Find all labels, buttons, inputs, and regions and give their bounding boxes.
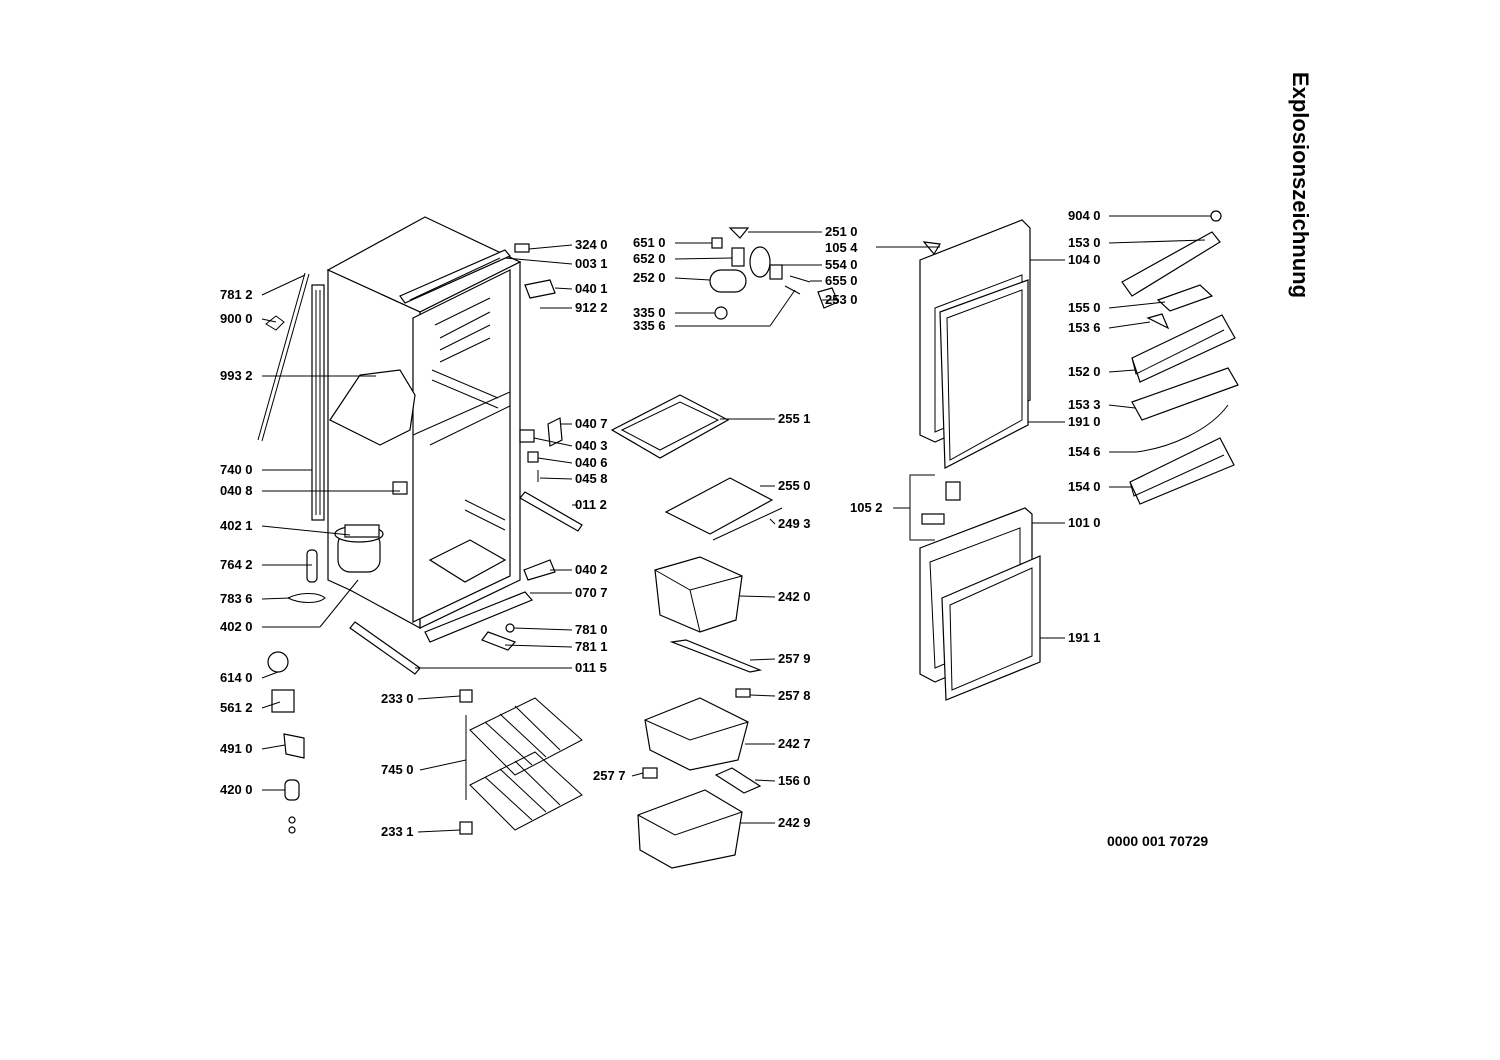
callout-label: 740 0: [220, 462, 253, 477]
callout-label: 233 0: [381, 691, 414, 706]
callout-label: 561 2: [220, 700, 253, 715]
callout-label: 156 0: [778, 773, 811, 788]
callout-label: 040 6: [575, 455, 608, 470]
callout-label: 153 0: [1068, 235, 1101, 250]
callout-label: 105 4: [825, 240, 858, 255]
doors-drawing: [919, 219, 1041, 701]
callout-label: 040 7: [575, 416, 608, 431]
callout-label: 402 1: [220, 518, 253, 533]
callout-label: 153 6: [1068, 320, 1101, 335]
callout-label: 651 0: [633, 235, 666, 250]
callout-labels: 324 0 003 1 040 1 912 2 781 2 900 0 993 …: [220, 208, 1101, 839]
callout-label: 554 0: [825, 257, 858, 272]
callout-label: 242 0: [778, 589, 811, 604]
callout-label: 011 5: [575, 660, 607, 675]
callout-label: 257 7: [593, 768, 626, 783]
callout-label: 912 2: [575, 300, 608, 315]
callout-label: 491 0: [220, 741, 253, 756]
callout-label: 045 8: [575, 471, 608, 486]
callout-label: 781 0: [575, 622, 608, 637]
diagram-title: Explosionszeichnung: [1288, 71, 1313, 299]
callout-label: 153 3: [1068, 397, 1101, 412]
callout-label: 614 0: [220, 670, 253, 685]
leader-lines: [261, 215, 1211, 833]
callout-label: 255 0: [778, 478, 811, 493]
callout-label: 764 2: [220, 557, 253, 572]
callout-label: 154 6: [1068, 444, 1101, 459]
callout-label: 233 1: [381, 824, 414, 839]
callout-label: 155 0: [1068, 300, 1101, 315]
callout-label: 335 6: [633, 318, 666, 333]
callout-label: 101 0: [1068, 515, 1101, 530]
callout-label: 040 3: [575, 438, 608, 453]
callout-label: 249 3: [778, 516, 811, 531]
callout-label: 242 9: [778, 815, 811, 830]
callout-label: 252 0: [633, 270, 666, 285]
callout-label: 257 8: [778, 688, 811, 703]
left-parts-drawing: [257, 272, 384, 834]
callout-label: 402 0: [220, 619, 253, 634]
shelves-drawers-drawing: [610, 394, 783, 869]
callout-label: 655 0: [825, 273, 858, 288]
hinges-rails-drawing: [349, 243, 583, 675]
callout-label: 904 0: [1068, 208, 1101, 223]
door-bins-drawing: [1121, 210, 1239, 505]
thermostat-light-drawing: [709, 227, 839, 320]
callout-label: 040 1: [575, 281, 608, 296]
callout-label: 255 1: [778, 411, 811, 426]
callout-label: 335 0: [633, 305, 666, 320]
callout-label: 324 0: [575, 237, 608, 252]
callout-label: 070 7: [575, 585, 608, 600]
drawing-number: 0000 001 70729: [1107, 833, 1209, 849]
callout-label: 104 0: [1068, 252, 1101, 267]
callout-label: 105 2: [850, 500, 883, 515]
callout-label: 745 0: [381, 762, 414, 777]
callout-label: 152 0: [1068, 364, 1101, 379]
callout-label: 154 0: [1068, 479, 1101, 494]
callout-label: 011 2: [575, 497, 607, 512]
callout-label: 781 1: [575, 639, 608, 654]
callout-label: 652 0: [633, 251, 666, 266]
callout-label: 040 8: [220, 483, 253, 498]
callout-label: 040 2: [575, 562, 608, 577]
callout-label: 993 2: [220, 368, 253, 383]
callout-label: 253 0: [825, 292, 858, 307]
callout-label: 257 9: [778, 651, 811, 666]
callout-label: 242 7: [778, 736, 811, 751]
callout-label: 251 0: [825, 224, 858, 239]
callout-label: 191 1: [1068, 630, 1101, 645]
callout-label: 003 1: [575, 256, 608, 271]
callout-label: 781 2: [220, 287, 253, 302]
wire-shelves-drawing: [459, 689, 583, 835]
callout-label: 783 6: [220, 591, 253, 606]
callout-label: 900 0: [220, 311, 253, 326]
callout-label: 191 0: [1068, 414, 1101, 429]
callout-label: 420 0: [220, 782, 253, 797]
